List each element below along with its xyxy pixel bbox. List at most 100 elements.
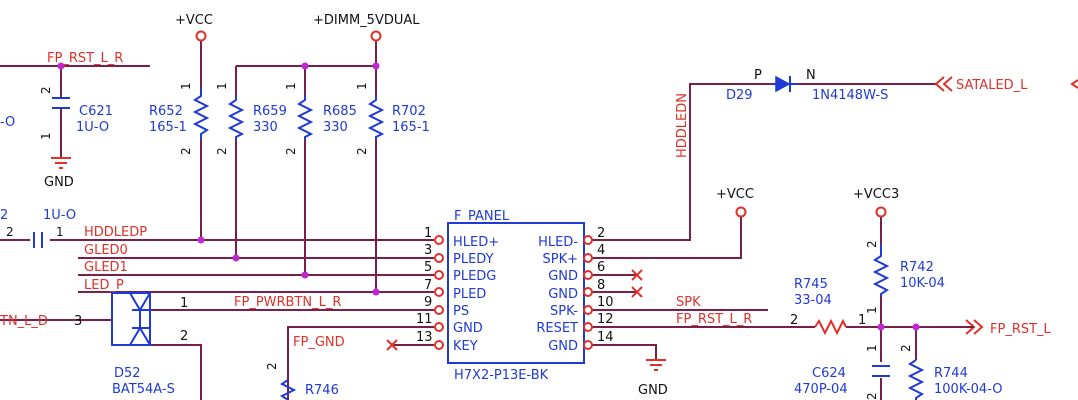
c621-value: 1U-O (76, 120, 109, 135)
net-fp-rst-l-r-mid: FP_RST_L_R (676, 312, 752, 327)
vcc3-label: +VCC3 (853, 187, 899, 202)
capacitor-c624: 1 2 C624 470P-04 (794, 344, 890, 400)
wire-spk-plus (592, 216, 742, 259)
pin-num-right: 10 (597, 295, 614, 310)
diode-d29: P N D29 1N4148W-S (726, 68, 888, 103)
net-hddledn: HDDLEDN (675, 93, 690, 158)
vcc-mid-label: +VCC (716, 187, 754, 202)
net-labels: FP_RST_L_R HDDLEDP GLED0 GLED1 LED_P FP_… (0, 51, 752, 350)
resistor-r659: 1 2 R659 330 (215, 82, 287, 155)
sataled-connector: SATALED_L (934, 76, 1078, 93)
net-fp-gnd: FP_GND (293, 335, 345, 350)
pin-num-left: 3 (424, 243, 432, 258)
net-fp-pwrbtn: FP_PWRBTN_L_R (234, 295, 341, 310)
pin-label-right: GND (548, 269, 578, 284)
pin-num-right: 4 (597, 243, 605, 258)
r745-pin-r: 1 (858, 313, 866, 328)
d52-pin3: 3 (74, 314, 82, 329)
junction-node (372, 288, 380, 296)
connector-part: H7X2-P13E-BK (454, 368, 549, 383)
wire-d52-pin2 (150, 344, 202, 400)
capacitor-left: 2 1 1U-O 2 (0, 208, 76, 248)
resistor-r745: 2 1 R745 33-04 (790, 277, 866, 336)
pin-label-left: PLEDY (453, 252, 494, 267)
pin-num-left: 13 (416, 330, 433, 345)
connector-f-panel: F_PANEL H7X2-P13E-BK 1 3 5 7 9 11 13 (416, 209, 614, 383)
c621-pin-top: 2 (39, 86, 53, 94)
junction-node (877, 323, 885, 331)
c621-pin-bot: 1 (39, 132, 53, 140)
no-connect-6 (631, 269, 643, 281)
vcc3-symbol (875, 206, 887, 218)
r744-ref: R744 (934, 366, 968, 381)
r745-value: 33-04 (794, 293, 832, 308)
junction-node (372, 62, 380, 70)
r685-value: 330 (323, 120, 348, 135)
junction-node (301, 62, 309, 70)
wire-fp-gnd (287, 326, 434, 400)
junction-node (197, 236, 205, 244)
pin-label-right: GND (548, 339, 578, 354)
resistor-r702: 1 2 R702 165-1 (355, 82, 430, 155)
r746-ref: R746 (305, 383, 339, 398)
d52-ref: D52 (114, 366, 141, 381)
gnd-right-label: GND (638, 383, 668, 398)
pin-label-left: HLED+ (453, 235, 499, 250)
wire-gnd-14 (592, 344, 657, 360)
right-pin-bubbles (583, 235, 593, 350)
d29-value: 1N4148W-S (812, 88, 888, 103)
junction-node (57, 62, 65, 70)
resistor-r685: 1 2 R685 330 (284, 82, 357, 155)
r702-value: 165-1 (392, 120, 430, 135)
r745-ref: R745 (794, 277, 828, 292)
cap-left-pin-r: 1 (56, 225, 64, 239)
cap-left-pin-l: 2 (6, 225, 14, 239)
sataled-label: SATALED_L (956, 78, 1028, 93)
pin-label-left: PLED (453, 287, 486, 302)
r742-pin-top: 2 (865, 240, 879, 248)
gnd-left-symbol: GND (44, 157, 74, 190)
net-led-p: LED_P (84, 278, 124, 293)
r744-pin-top: 2 (899, 344, 913, 352)
diode-d52: 3 1 2 D52 BAT54A-S (74, 292, 188, 397)
net-hddledp: HDDLEDP (84, 225, 147, 240)
r742-ref: R742 (900, 260, 934, 275)
pin-num-left: 1 (424, 226, 432, 241)
pin-num-right: 14 (597, 330, 614, 345)
c624-ref: C624 (812, 366, 846, 381)
fp-rst-l-connector: FP_RST_L (958, 319, 1052, 337)
d52-pin1: 1 (180, 296, 188, 311)
pin-label-right: RESET (536, 321, 578, 336)
junction-node (301, 271, 309, 279)
gnd-left-label: GND (44, 175, 74, 190)
r652-pin-bot: 2 (179, 147, 193, 155)
d29-ref: D29 (726, 88, 753, 103)
pin-num-left: 5 (424, 260, 432, 275)
pin-num-left: 11 (416, 312, 433, 327)
connector-name: F_PANEL (454, 209, 510, 224)
no-connect-8 (631, 286, 643, 298)
r745-pin-l: 2 (790, 313, 798, 328)
net-fp-rst-l-r-top: FP_RST_L_R (47, 51, 123, 66)
c624-pin-top: 1 (865, 344, 879, 352)
pin-label-left: GND (453, 321, 483, 336)
r652-ref: R652 (149, 104, 183, 119)
left-cut-label: -O (0, 115, 15, 130)
c621-ref: C621 (79, 104, 113, 119)
net-gled1: GLED1 (84, 260, 128, 275)
dimm-label: +DIMM_5VDUAL (313, 13, 420, 28)
gnd-right-symbol: GND (638, 359, 668, 398)
dimm-symbol (370, 30, 382, 42)
pin-num-right: 6 (597, 260, 605, 275)
pin-label-left: PLEDG (453, 269, 496, 284)
cap-left-value: 1U-O (43, 208, 76, 223)
r746-pin-top: 2 (265, 362, 279, 370)
vcc-top-label: +VCC (175, 13, 213, 28)
no-connect-marks (386, 269, 643, 351)
r742-pin-bot: 1 (865, 306, 879, 314)
d29-pin-n: N (806, 68, 816, 83)
pin-num-right: 8 (597, 278, 605, 293)
vcc-mid-symbol (735, 206, 747, 218)
r685-ref: R685 (323, 104, 357, 119)
